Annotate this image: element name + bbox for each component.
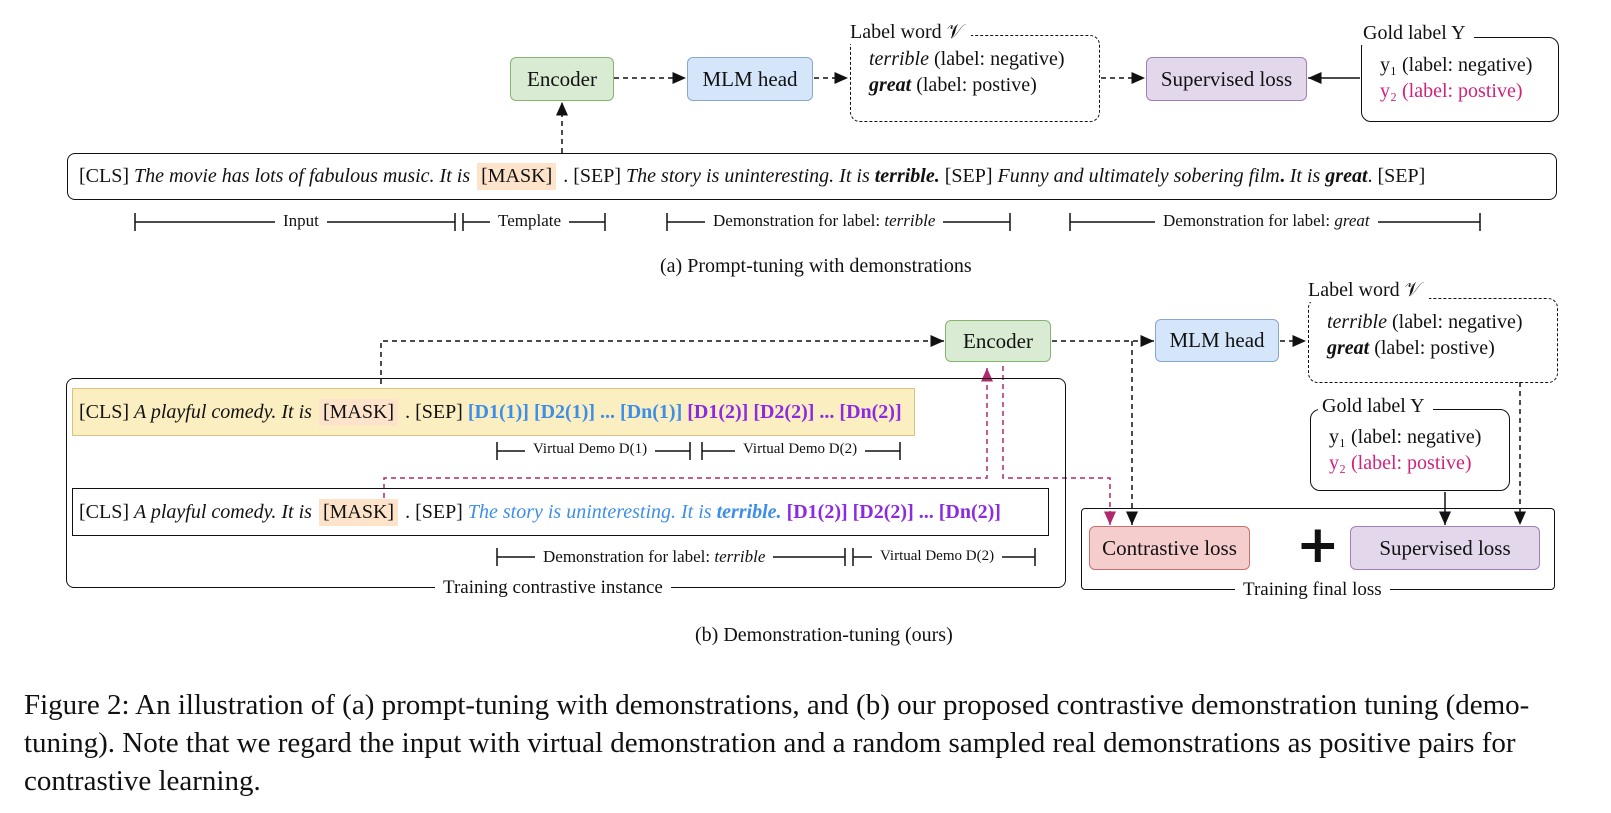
contrastive-loss-node: Contrastive loss bbox=[1089, 526, 1250, 570]
sep-token: . [SEP] bbox=[558, 165, 627, 187]
virtual-demo-tokens-2: [D1(2)] [D2(2)] ... [Dn(2)] bbox=[687, 400, 902, 423]
encoder-node-a: Encoder bbox=[510, 57, 614, 101]
mlm-head-label: MLM head bbox=[1169, 328, 1265, 352]
sep-token: [SEP] bbox=[939, 165, 998, 187]
input-sequence-a: [CLS] The movie has lots of fabulous mus… bbox=[67, 153, 1557, 200]
plus-icon: + bbox=[1296, 515, 1340, 575]
encoder-label: Encoder bbox=[963, 328, 1033, 353]
real-demo-label: terrible. bbox=[716, 500, 782, 523]
span-label-template: Template bbox=[490, 211, 570, 231]
supervised-loss-node-a: Supervised loss bbox=[1146, 57, 1307, 101]
gold-label-item: y₂ (label: postive) bbox=[1329, 452, 1472, 474]
gold-label-box-b: y₁ (label: negative) y₂ (label: postive) bbox=[1310, 409, 1510, 491]
sep-token: . [SEP] bbox=[400, 400, 468, 423]
label-word-label: (label: negative) bbox=[929, 48, 1065, 70]
virtual-demo-tokens-2: [D1(2)] [D2(2)] ... [Dn(2)] bbox=[786, 500, 1001, 523]
mlm-head-node-a: MLM head bbox=[687, 57, 813, 101]
mask-token: [MASK] bbox=[318, 498, 399, 526]
gold-label-title-a: Gold label Y bbox=[1359, 22, 1474, 45]
arrow-encoder-to-contrastive bbox=[1002, 357, 1116, 525]
demo-it-is: It is bbox=[1284, 165, 1326, 187]
gold-label-title-b: Gold label Y bbox=[1318, 395, 1433, 418]
span-prefix: Demonstration for label: bbox=[1163, 211, 1335, 230]
span-label-virtual-demo-1: Virtual Demo D(1) bbox=[525, 441, 656, 458]
encoder-label: Encoder bbox=[527, 66, 597, 91]
contrastive-instance-title: Training contrastive instance bbox=[435, 577, 671, 599]
figure-caption: Figure 2: An illustration of (a) prompt-… bbox=[24, 689, 1530, 797]
mlm-head-label: MLM head bbox=[702, 66, 798, 91]
gold-label-item: y₁ (label: negative) bbox=[1329, 426, 1482, 448]
caption-b: (b) Demonstration-tuning (ours) bbox=[695, 624, 953, 646]
demo-label-great: great bbox=[1325, 165, 1368, 187]
sep-token-end: . [SEP] bbox=[1367, 165, 1426, 187]
span-label-virtual-demo-2: Virtual Demo D(2) bbox=[735, 441, 866, 458]
gold-label-item: y₁ (label: negative) bbox=[1380, 54, 1533, 76]
cls-token: [CLS] bbox=[79, 400, 134, 423]
cls-token: [CLS] bbox=[79, 165, 134, 187]
demo-dot: . bbox=[1279, 165, 1285, 187]
arrow-real-to-encoder bbox=[383, 368, 993, 507]
input-text: A playful comedy. It is bbox=[134, 400, 317, 423]
label-word-box-a: terrible (label: negative) great (label:… bbox=[850, 35, 1100, 122]
virtual-demo-sequence: [CLS] A playful comedy. It is [MASK] . [… bbox=[72, 388, 915, 436]
label-word-row: great (label: postive) bbox=[1327, 335, 1557, 361]
label-word-label: (label: negative) bbox=[1387, 311, 1523, 333]
supervised-loss-node-b: Supervised loss bbox=[1350, 526, 1540, 570]
virtual-demo-tokens-1: [D1(1)] [D2(1)] ... [Dn(1)] bbox=[467, 400, 683, 423]
supervised-loss-label: Supervised loss bbox=[1379, 535, 1511, 560]
span-word: terrible bbox=[714, 547, 766, 566]
mask-token: [MASK] bbox=[477, 163, 557, 190]
contrastive-loss-label: Contrastive loss bbox=[1102, 535, 1237, 560]
span-word: terrible bbox=[884, 211, 936, 230]
label-word-label: (label: postive) bbox=[911, 74, 1037, 96]
label-word-title-b: Label word 𝒱 bbox=[1304, 279, 1430, 302]
gold-label-item: y₂ (label: postive) bbox=[1380, 80, 1523, 102]
label-word: terrible bbox=[1327, 311, 1387, 333]
caption-a: (a) Prompt-tuning with demonstrations bbox=[660, 255, 972, 277]
cls-token: [CLS] bbox=[79, 500, 134, 523]
span-prefix: Demonstration for label: bbox=[543, 547, 715, 566]
demo-text-terrible: The story is uninteresting. It is bbox=[626, 165, 875, 187]
span-label-virtual-demo-2b: Virtual Demo D(2) bbox=[872, 548, 1003, 565]
demo-label-terrible: terrible. bbox=[874, 165, 940, 187]
span-label-demo-terrible: Demonstration for label: terrible bbox=[705, 211, 944, 231]
encoder-node-b: Encoder bbox=[945, 320, 1051, 362]
input-text: The movie has lots of fabulous music. It… bbox=[134, 165, 476, 187]
label-word-row: great (label: postive) bbox=[869, 72, 1099, 98]
final-loss-title: Training final loss bbox=[1235, 579, 1390, 601]
mask-token: [MASK] bbox=[318, 398, 399, 426]
label-word-title-a: Label word 𝒱 bbox=[846, 21, 972, 44]
supervised-loss-label: Supervised loss bbox=[1160, 66, 1293, 91]
label-word-row: terrible (label: negative) bbox=[869, 46, 1099, 72]
real-demo-sequence: [CLS] A playful comedy. It is [MASK] . [… bbox=[72, 488, 1049, 536]
span-prefix: Demonstration for label: bbox=[713, 211, 885, 230]
sep-token: . [SEP] bbox=[400, 500, 468, 523]
label-word-label: (label: postive) bbox=[1369, 337, 1495, 359]
mlm-head-node-b: MLM head bbox=[1155, 319, 1279, 362]
label-word-box-b: terrible (label: negative) great (label:… bbox=[1308, 298, 1558, 383]
label-word-row: terrible (label: negative) bbox=[1327, 309, 1557, 335]
arrow-virtual-to-encoder bbox=[380, 335, 944, 393]
span-word: great bbox=[1334, 211, 1370, 230]
gold-label-box-a: y₁ (label: negative) y₂ (label: postive) bbox=[1361, 37, 1559, 122]
label-word: great bbox=[869, 74, 912, 96]
input-text: A playful comedy. It is bbox=[134, 500, 317, 523]
demo-text-great: Funny and ultimately sobering film bbox=[997, 165, 1280, 187]
span-label-input: Input bbox=[275, 211, 327, 231]
label-word: terrible bbox=[869, 48, 929, 70]
label-word: great bbox=[1327, 337, 1370, 359]
span-label-demo-terrible-b: Demonstration for label: terrible bbox=[535, 547, 774, 567]
span-label-demo-great: Demonstration for label: great bbox=[1155, 211, 1378, 231]
real-demo-text: The story is uninteresting. It is bbox=[467, 500, 717, 523]
